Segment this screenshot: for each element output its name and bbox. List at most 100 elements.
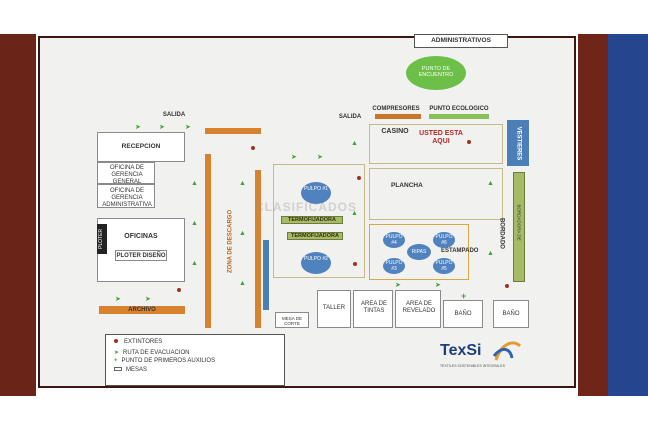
arrow-right-icon: ➤ bbox=[114, 350, 120, 356]
archivo-label: ARCHIVO bbox=[128, 307, 156, 313]
pulpo4-label: PULPO #4 bbox=[385, 234, 403, 246]
pulpo-area bbox=[273, 164, 365, 278]
oficinas-label: OFICINAS bbox=[124, 233, 158, 240]
oficina-admin-label: OFICINA DE GERENCIA ADMINISTRATIVA bbox=[102, 188, 152, 208]
route-arrow: ➤ bbox=[145, 296, 151, 303]
vestieres-room bbox=[507, 120, 529, 166]
pulpo1-circle: PULPO #1 bbox=[301, 182, 331, 204]
oficina-general-label: OFICINA DE GERENCIA GENERAL bbox=[109, 165, 144, 185]
legend-mesas-label: MESAS bbox=[126, 367, 148, 373]
extinguisher-6 bbox=[505, 284, 509, 288]
route-arrow: ➤ bbox=[159, 124, 165, 131]
first-aid-icon: + bbox=[114, 358, 118, 364]
punto-ecologico-label: PUNTO ECOLOGICO bbox=[429, 106, 489, 112]
wooden-frame-right bbox=[578, 34, 608, 396]
extinguisher-4 bbox=[177, 288, 181, 292]
route-arrow: ▲ bbox=[351, 140, 358, 147]
bano1-room: BAÑO bbox=[443, 300, 483, 328]
extinguisher-2 bbox=[357, 176, 361, 180]
texsi-logo: TexSi TEXTILES SOSTENIBLES INTEGRALES bbox=[440, 338, 530, 378]
administrativos-label: ADMINISTRATIVOS bbox=[431, 37, 491, 44]
bano2-label: BAÑO bbox=[502, 311, 520, 317]
casino-room bbox=[369, 124, 503, 164]
taller-room: TALLER bbox=[317, 290, 351, 328]
pulpo5-label: PULPO #5 bbox=[435, 260, 453, 272]
ploter-diseno-label: PLOTER DISEÑO bbox=[116, 253, 166, 259]
zona-descargo-label: ZONA DE DESCARGO bbox=[227, 209, 234, 274]
pulpo2-label: PULPO #2 bbox=[304, 256, 328, 262]
termofijadora1: TERMOFIJADORA bbox=[281, 216, 343, 224]
route-arrow: ▲ bbox=[191, 180, 198, 187]
taller-label: TALLER bbox=[322, 305, 346, 311]
watermark: CLASIFICADOS bbox=[255, 200, 357, 214]
estampado-area bbox=[369, 224, 469, 280]
zona-descargo-top-wall bbox=[205, 128, 261, 134]
plancha-area bbox=[369, 168, 503, 220]
legend-item-primeros-auxilios: +PUNTO DE PRIMEROS AUXILIOS bbox=[114, 358, 215, 364]
legend-extintores-label: EXTINTORES bbox=[124, 339, 163, 345]
termofijadora2: TERMOFIJADORA bbox=[287, 232, 343, 240]
ripas-label: RIPAS bbox=[411, 249, 427, 255]
legend-ruta-label: RUTA DE EVACUACION bbox=[123, 350, 190, 356]
background-top bbox=[0, 0, 648, 34]
route-arrow: ▲ bbox=[487, 180, 494, 187]
pulpo1-label: PULPO #1 bbox=[304, 186, 328, 192]
area-revelado-room: AREA DE REVELADO bbox=[395, 290, 441, 328]
route-arrow: ➤ bbox=[185, 124, 191, 131]
route-arrow: ▲ bbox=[351, 210, 358, 217]
evacuation-map-board: ADMINISTRATIVOS PUNTO DE ENCUENTRO bbox=[38, 34, 576, 388]
floor-plan: RECEPCION OFICINA DE GERENCIA GENERAL OF… bbox=[95, 106, 530, 332]
pulpo3-label: PULPO #3 bbox=[385, 260, 403, 272]
archivo-bar: ARCHIVO bbox=[99, 306, 185, 314]
bordado-label: BORDADO bbox=[498, 217, 505, 249]
plancha-label: PLANCHA bbox=[391, 182, 423, 189]
pulpo3-circle: PULPO #3 bbox=[383, 258, 405, 274]
meeting-point: PUNTO DE ENCUENTRO bbox=[406, 56, 466, 90]
shelf-blue bbox=[263, 240, 269, 310]
extinguisher-5 bbox=[353, 262, 357, 266]
ploter-diseno-room: PLOTER DISEÑO bbox=[115, 250, 167, 261]
ploter-room: PLOTER bbox=[97, 224, 107, 254]
pulpo6-label: PULPO #6 bbox=[435, 234, 453, 246]
punto-ecologico-bins bbox=[429, 114, 489, 119]
compresores-bar bbox=[375, 114, 421, 119]
salida-right-label: SALIDA bbox=[338, 114, 362, 120]
logo-tagline: TEXTILES SOSTENIBLES INTEGRALES bbox=[440, 364, 505, 368]
oficina-admin-room: OFICINA DE GERENCIA ADMINISTRATIVA bbox=[97, 184, 155, 208]
salida-left-label: SALIDA bbox=[162, 112, 186, 118]
vestieres-label: VESTIERES bbox=[515, 126, 522, 161]
extinguisher-legend-icon bbox=[114, 339, 118, 343]
casino-label: CASINO bbox=[381, 128, 409, 135]
recepcion-label: RECEPCION bbox=[121, 143, 161, 150]
table-icon bbox=[114, 367, 122, 371]
bordadora-label: BORDADORA DE bbox=[516, 204, 522, 241]
legend-primeros-auxilios-label: PUNTO DE PRIMEROS AUXILIOS bbox=[121, 358, 216, 364]
first-aid-cross: + bbox=[461, 291, 467, 301]
area-tintas-label: AREA DE TINTAS bbox=[360, 301, 387, 314]
recepcion-room: RECEPCION bbox=[97, 132, 185, 162]
mesa-corte: MESA DE CORTE bbox=[275, 312, 309, 328]
pulpo6-circle: PULPO #6 bbox=[433, 232, 455, 248]
legend-item-extintores: EXTINTORES bbox=[114, 339, 162, 345]
pulpo4-circle: PULPO #4 bbox=[383, 232, 405, 248]
legend-item-mesas: MESAS bbox=[114, 367, 147, 373]
pulpo5-circle: PULPO #5 bbox=[433, 258, 455, 274]
logo-name: TexSi bbox=[440, 342, 482, 359]
oficina-general-room: OFICINA DE GERENCIA GENERAL bbox=[97, 162, 155, 185]
legend-item-ruta: ➤RUTA DE EVACUACION bbox=[114, 349, 190, 356]
estampado-label: ESTAMPADO bbox=[441, 248, 479, 254]
route-arrow: ▲ bbox=[487, 250, 494, 257]
route-arrow: ➤ bbox=[317, 154, 323, 161]
extinguisher-3 bbox=[467, 140, 471, 144]
meeting-point-label: PUNTO DE ENCUENTRO bbox=[418, 66, 454, 79]
extinguisher-1 bbox=[251, 146, 255, 150]
pulpo2-circle: PULPO #2 bbox=[301, 252, 331, 274]
zona-descargo-left-wall bbox=[205, 154, 211, 328]
route-arrow: ➤ bbox=[115, 296, 121, 303]
background-bottom bbox=[0, 396, 648, 430]
zona-descargo-right-wall bbox=[255, 170, 261, 328]
route-arrow: ▲ bbox=[239, 280, 246, 287]
area-revelado-label: AREA DE REVELADO bbox=[402, 301, 436, 314]
bano2-room: BAÑO bbox=[493, 300, 529, 328]
route-arrow: ▲ bbox=[239, 230, 246, 237]
